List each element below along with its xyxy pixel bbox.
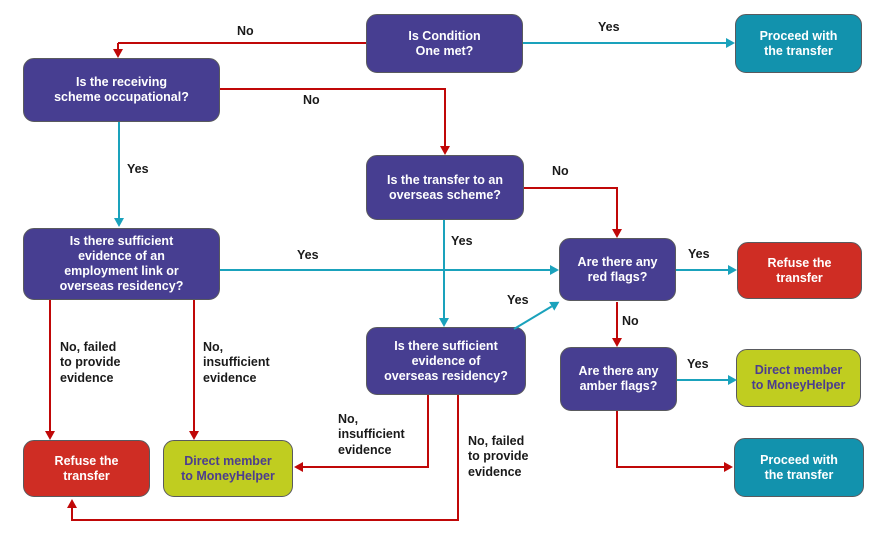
node-overseas-residency: Is there sufficient evidence of overseas… [366,327,526,395]
edge-amber-flags-yes-line [677,379,728,381]
edge-red-flags-yes-arrowhead [728,265,737,275]
edge-employment-no-failed-line [49,300,51,431]
edge-amber-flags-no-line-h [616,466,724,468]
node-moneyhelper-bottom: Direct member to MoneyHelper [163,440,293,497]
edge-residency-yes-line [513,305,553,330]
label-receiving-no: No [303,93,320,107]
edge-employment-no-insufficient-arrowhead [189,431,199,440]
label-condition-yes: Yes [598,20,620,34]
edge-condition-no-arrowhead [113,49,123,58]
node-overseas-scheme: Is the transfer to an overseas scheme? [366,155,524,220]
edge-red-flags-no-arrowhead [612,338,622,347]
edge-condition-no-line-h [118,42,366,44]
node-red-flags: Are there any red flags? [559,238,676,301]
edge-overseas-scheme-no-line-h [524,187,618,189]
node-moneyhelper-right: Direct member to MoneyHelper [736,349,861,407]
label-red-flags-no: No [622,314,639,328]
edge-employment-no-failed-arrowhead [45,431,55,440]
edge-residency-no-insufficient-line-v [427,395,429,468]
label-residency-no-failed: No, failed to provide evidence [468,434,529,479]
edge-residency-yes-arrowhead [549,297,563,311]
edge-employment-yes-line [220,269,550,271]
label-residency-yes: Yes [507,293,529,307]
label-red-flags-yes: Yes [688,247,710,261]
edge-receiving-yes-line [118,122,120,218]
edge-amber-flags-no-arrowhead [724,462,733,472]
edge-residency-no-failed-arrowhead [67,499,77,508]
edge-red-flags-yes-line [676,269,728,271]
edge-overseas-scheme-yes-arrowhead [439,318,449,327]
edge-residency-no-failed-line-h [71,519,459,521]
node-amber-flags: Are there any amber flags? [560,347,677,411]
label-employment-yes: Yes [297,248,319,262]
edge-residency-no-failed-line-v1 [457,395,459,521]
label-receiving-yes: Yes [127,162,149,176]
edge-amber-flags-yes-arrowhead [728,375,737,385]
label-overseas-scheme-yes: Yes [451,234,473,248]
edge-overseas-scheme-no-line-v [616,188,618,229]
edge-condition-yes-line [523,42,726,44]
node-proceed-bottom: Proceed with the transfer [734,438,864,497]
node-receiving-occupational: Is the receiving scheme occupational? [23,58,220,122]
node-refuse-bottom: Refuse the transfer [23,440,150,497]
edge-condition-yes-arrowhead [726,38,735,48]
edge-receiving-yes-arrowhead [114,218,124,227]
node-proceed-top: Proceed with the transfer [735,14,862,73]
label-amber-flags-yes: Yes [687,357,709,371]
edge-residency-no-insufficient-line-h [303,466,429,468]
node-condition-one: Is Condition One met? [366,14,523,73]
edge-condition-no-line-v [117,43,119,50]
edge-receiving-no-arrowhead [440,146,450,155]
node-refuse-right: Refuse the transfer [737,242,862,299]
edge-employment-no-insufficient-line [193,300,195,431]
label-overseas-scheme-no: No [552,164,569,178]
label-employment-no-insufficient: No, insufficient evidence [203,340,270,385]
edge-amber-flags-no-line-v [616,411,618,468]
edge-receiving-no-line-h [220,88,446,90]
label-condition-no: No [237,24,254,38]
edge-overseas-scheme-no-arrowhead [612,229,622,238]
edge-residency-no-insufficient-arrowhead [294,462,303,472]
label-residency-no-insufficient: No, insufficient evidence [338,412,405,457]
label-employment-no-failed: No, failed to provide evidence [60,340,121,385]
edge-employment-yes-arrowhead [550,265,559,275]
node-employment-link: Is there sufficient evidence of an emplo… [23,228,220,300]
edge-red-flags-no-line [616,302,618,338]
edge-receiving-no-line-v [444,89,446,146]
edge-residency-no-failed-line-v2 [71,508,73,520]
